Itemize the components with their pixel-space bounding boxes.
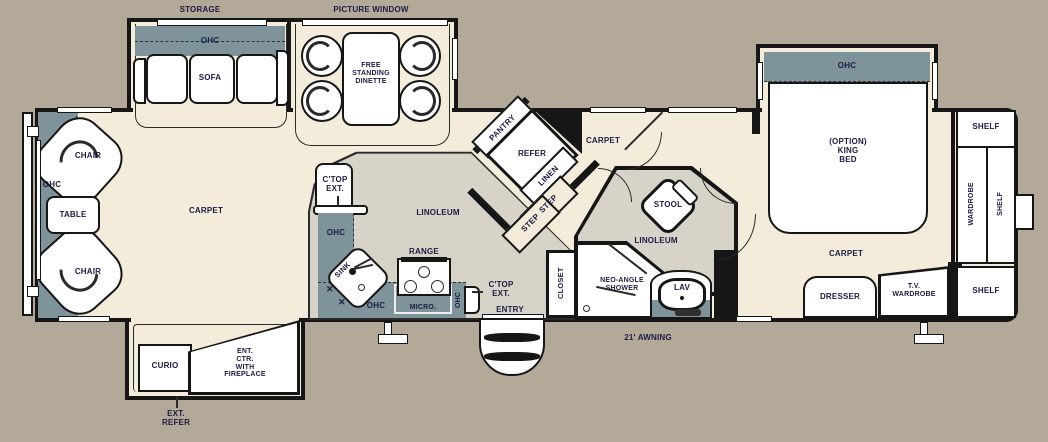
front-shelf-bottom (956, 266, 1016, 318)
sofa-label: SOFA (198, 73, 222, 82)
picture-window-label: PICTURE WINDOW (333, 5, 409, 14)
hall-carpet-label: CARPET (585, 136, 621, 145)
burner (431, 280, 444, 293)
dinette-label: FREE STANDING DINETTE (352, 62, 390, 85)
shower-label: NEO-ANGLE SHOWER (600, 277, 644, 292)
rear-ohc-label: OHC (42, 180, 62, 189)
sofa-ohc-label: OHC (200, 36, 220, 45)
shelf-bottom-label: SHELF (972, 286, 1000, 295)
curio-label: CURIO (151, 361, 179, 370)
rear-window (22, 112, 33, 316)
closet-label: CLOSET (555, 267, 565, 300)
dresser-label: DRESSER (819, 292, 861, 301)
sink-handle-x: ✕ (326, 284, 334, 294)
refer-label: REFER (517, 149, 547, 158)
closet (546, 250, 578, 318)
table-label: TABLE (59, 210, 87, 219)
sofa-armrest-left (133, 58, 146, 104)
chair-label: CHAIR (74, 267, 102, 276)
micro-label: MICRO. (409, 304, 437, 311)
bedroom-carpet-label: CARPET (828, 249, 864, 258)
dresser (803, 276, 877, 318)
front-shelf-top (956, 110, 1016, 148)
burner (404, 280, 417, 293)
side-ohc-label: OHC (455, 291, 463, 308)
sofa-armrest-right (276, 50, 289, 106)
living-carpet-label: CARPET (188, 206, 224, 215)
ext-refer-label: EXT. REFER (161, 409, 191, 427)
shelf-top-label: SHELF (972, 122, 1000, 131)
dinette-table (342, 32, 400, 126)
tv-wardrobe (881, 269, 947, 315)
range-hood (401, 257, 447, 262)
ent-ctr-label: ENT. CTR. WITH FIREPLACE (224, 348, 266, 379)
burner (418, 266, 430, 278)
sofa-cushion (189, 54, 235, 104)
picture-window (302, 19, 448, 26)
stool-label: STOOL (653, 200, 683, 209)
faucet-dot (349, 268, 356, 275)
king-bed (768, 82, 928, 234)
ctop-ext-right-label: C'TOP EXT. (488, 280, 514, 298)
bed-overhead-cabinet (764, 52, 930, 82)
lav-label: LAV (673, 283, 690, 292)
entry-steps (479, 318, 545, 376)
storage-label: STORAGE (179, 5, 221, 14)
dinette-slide-floor (295, 24, 450, 146)
towel-bar (675, 309, 701, 316)
storage-door (157, 19, 267, 26)
kitchen-linoleum-label: LINOLEUM (416, 208, 460, 217)
counter-left (315, 163, 353, 213)
awning-label: 21' AWNING (624, 333, 672, 342)
rear-table (46, 196, 100, 234)
wardrobe-label: WARDROBE (968, 182, 976, 226)
range-label: RANGE (409, 247, 439, 256)
sink-handle-x: ✕ (338, 297, 346, 307)
sofa-cushion (146, 54, 188, 104)
bath-linoleum-label: LINOLEUM (634, 236, 678, 245)
chair-label: CHAIR (74, 151, 102, 160)
shelf-mid-label: SHELF (997, 191, 1005, 216)
entry-label: ENTRY (496, 305, 524, 314)
bed-ohc-label: OHC (837, 61, 857, 70)
countertop-extension-right (464, 286, 480, 314)
ctop-ext-top-label: C'TOP EXT. (322, 175, 348, 193)
counter-ohc-label: OHC (326, 228, 346, 237)
sofa-cushion (236, 54, 278, 104)
hitch-box (1014, 194, 1034, 230)
king-bed-label: (OPTION) KING BED (829, 137, 867, 164)
tv-wardrobe-label: T.V. WARDROBE (892, 283, 936, 298)
kitchen-cabinet-side (452, 284, 466, 316)
bottom-ohc-label: OHC (366, 301, 386, 310)
